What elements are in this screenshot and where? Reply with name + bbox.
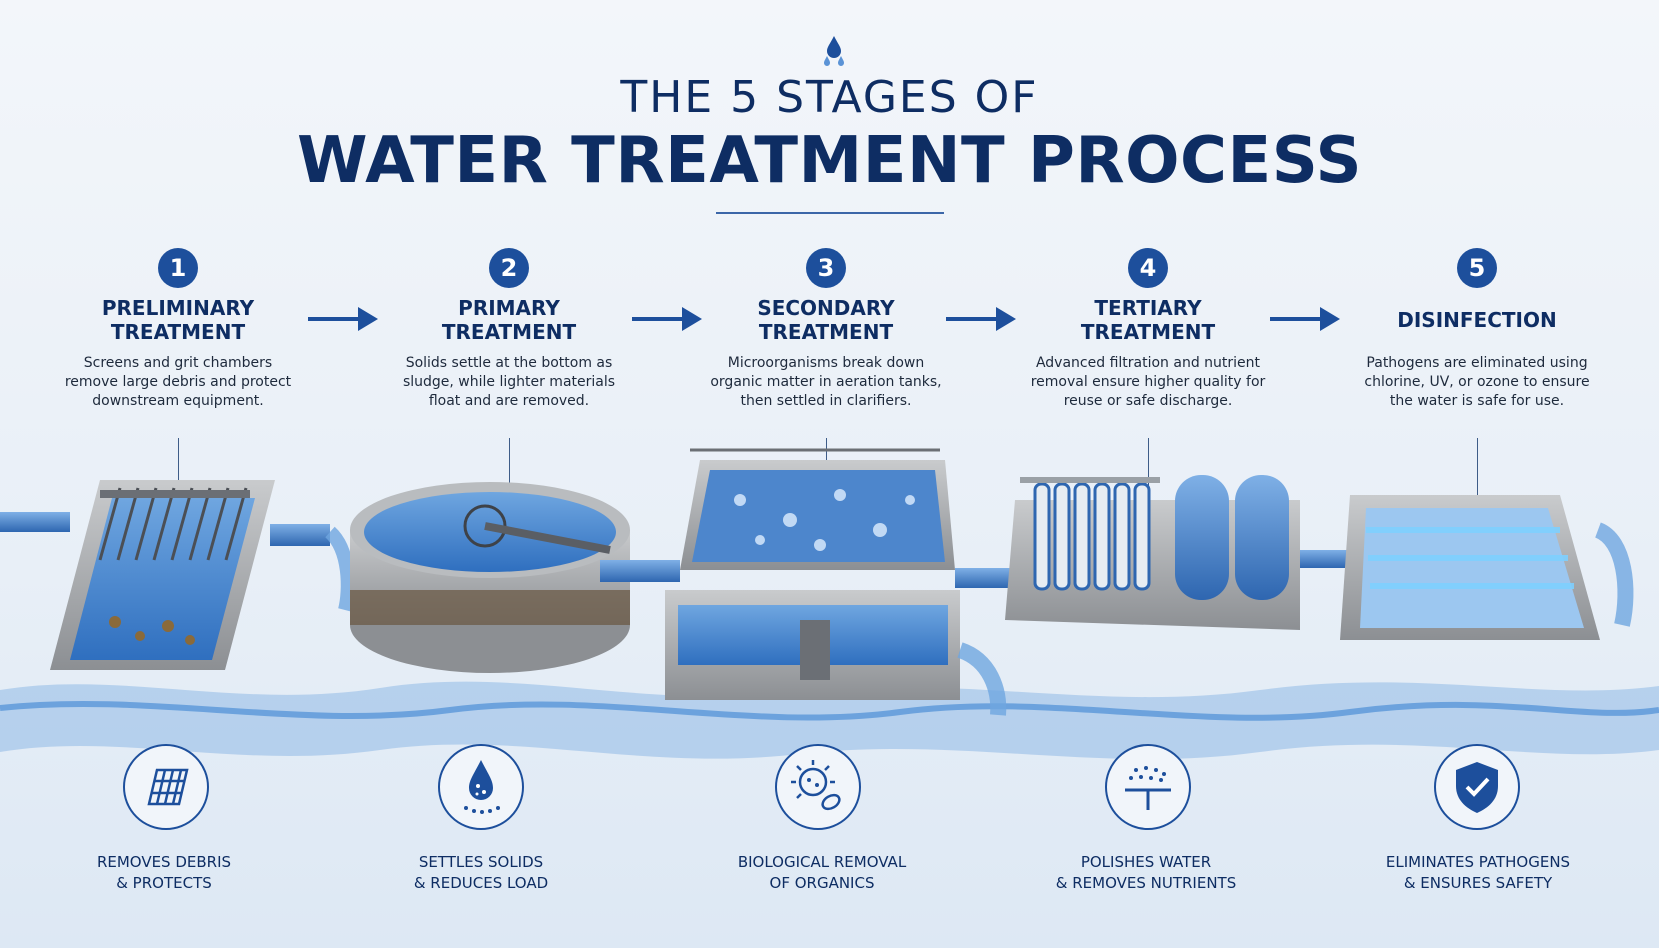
title-line-1: THE 5 STAGES OF [620,72,1039,123]
water-drop-logo-icon [824,36,844,66]
title-line-2: WATER TREATMENT PROCESS [296,124,1363,198]
stage-description: Solids settle at the bottom as sludge, w… [402,355,616,409]
stage-description: Advanced filtration and nutrient removal… [1030,355,1266,409]
stage-2: 2 PRIMARY TREATMENT Solids settle at the… [389,248,629,411]
stage-number: 3 [806,248,846,288]
grid-screen-icon [123,744,209,830]
stage-description: Microorganisms break down organic matter… [710,355,942,409]
benefit-caption: BIOLOGICAL REMOVAL OF ORGANICS [737,853,907,892]
flow-arrow-icon [308,307,378,331]
stage-title: PRIMARY TREATMENT [441,296,577,344]
filtration-skid [1005,475,1350,630]
stage-3: 3 SECONDARY TREATMENT Microorganisms bre… [706,248,946,411]
title-divider [716,212,944,214]
leader-line [178,438,179,508]
leader-line [1477,438,1478,522]
treatment-plant-illustration [0,448,1659,760]
microorganism-icon [775,744,861,830]
stage-5: 5 DISINFECTION Pathogens are eliminated … [1357,248,1597,411]
stage-description: Pathogens are eliminated using chlorine,… [1364,355,1590,409]
stage-number: 4 [1128,248,1168,288]
primary-clarifier [350,482,680,673]
benefit-caption: POLISHES WATER & REMOVES NUTRIENTS [1055,853,1237,892]
bar-screen-channel [0,480,355,670]
benefit-caption: REMOVES DEBRIS & PROTECTS [96,853,232,892]
water-drop-particles-icon [438,744,524,830]
stage-number: 5 [1457,248,1497,288]
leader-line [826,438,827,478]
stage-title: PRELIMINARY TREATMENT [101,296,255,344]
stage-title: DISINFECTION [1397,308,1557,332]
stage-title: SECONDARY TREATMENT [757,296,895,344]
stage-description: Screens and grit chambers remove large d… [64,355,292,409]
stage-1: 1 PRELIMINARY TREATMENT Screens and grit… [58,248,298,411]
stage-4: 4 TERTIARY TREATMENT Advanced filtration… [1028,248,1268,411]
benefit-caption: ELIMINATES PATHOGENS & ENSURES SAFETY [1385,853,1571,892]
shield-check-icon [1434,744,1520,830]
flow-arrow-icon [946,307,1016,331]
flow-arrow-icon [632,307,702,331]
filtration-icon [1105,744,1191,830]
uv-disinfection-basin [1340,495,1634,640]
water-stream [0,681,1659,760]
leader-line [1148,438,1149,498]
stage-title: TERTIARY TREATMENT [1080,296,1216,344]
aeration-basin [665,448,1010,716]
stage-number: 2 [489,248,529,288]
flow-arrow-icon [1270,307,1340,331]
stage-number: 1 [158,248,198,288]
benefit-caption: SETTLES SOLIDS & REDUCES LOAD [413,853,549,892]
leader-line [509,438,510,488]
